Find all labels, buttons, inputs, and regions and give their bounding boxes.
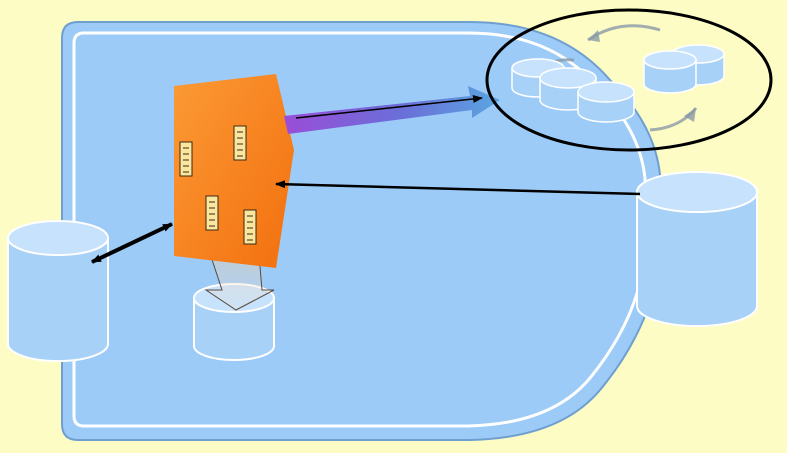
right-database: [636, 171, 758, 327]
replication-arrow: [284, 86, 500, 134]
cluster-boundary: [485, 8, 773, 152]
cluster-node: [577, 81, 635, 123]
left-database: [7, 220, 109, 362]
slot-icon: [243, 209, 257, 245]
slot-icon: [233, 125, 247, 161]
remote-cluster: [485, 8, 773, 152]
input-arrow: [275, 180, 641, 196]
double-arrow: [91, 222, 173, 264]
cluster-node: [643, 50, 697, 94]
processing-unit: [174, 74, 294, 268]
slot-icon: [179, 141, 193, 177]
slot-icon: [205, 195, 219, 231]
